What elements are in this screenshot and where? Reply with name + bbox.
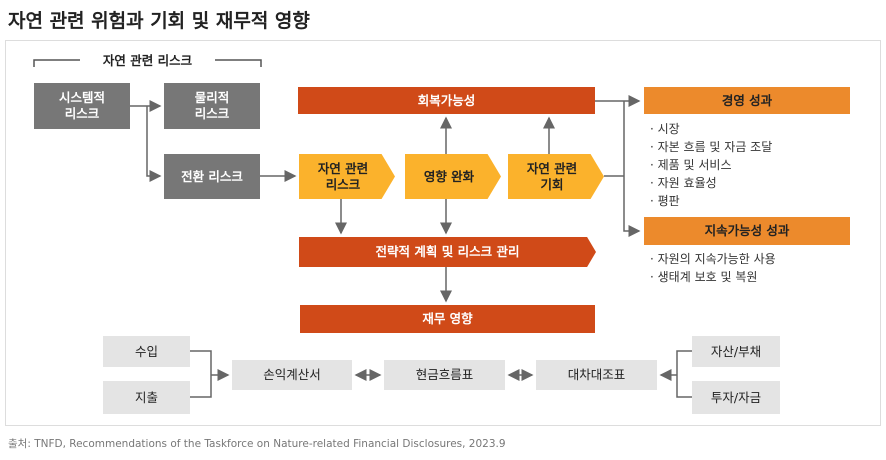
- income-statement-box: 손익계산서: [232, 360, 352, 390]
- business-item: · 자본 흐름 및 자금 조달: [650, 140, 773, 154]
- business-performance-box: 경영 성과: [644, 87, 850, 114]
- source-caption: 출처: TNFD, Recommendations of the Taskfor…: [8, 438, 506, 450]
- business-item: · 평판: [650, 194, 680, 208]
- nature-opportunity-chevron: 자연 관련 기회: [508, 154, 604, 199]
- financial-impact-bar: 재무 영향: [300, 305, 595, 333]
- expense-box: 지출: [103, 381, 190, 414]
- transition-risk-box: 전환 리스크: [164, 154, 260, 199]
- resilience-bar: 회복가능성: [298, 87, 595, 114]
- bracket-label: 자연 관련 리스크: [85, 50, 210, 69]
- balance-sheet-box: 대차대조표: [536, 360, 657, 390]
- systemic-risk-box: 시스템적 리스크: [34, 83, 130, 129]
- sustainability-item: · 자원의 지속가능한 사용: [650, 252, 776, 266]
- assets-liabilities-box: 자산/부채: [692, 336, 780, 367]
- page-title: 자연 관련 위험과 기회 및 재무적 영향: [8, 10, 310, 32]
- physical-risk-box: 물리적 리스크: [164, 83, 260, 129]
- bracket: [33, 59, 262, 67]
- strategy-risk-management-bar: 전략적 계획 및 리스크 관리: [299, 237, 596, 267]
- sustainability-performance-box: 지속가능성 성과: [644, 217, 850, 245]
- cashflow-statement-box: 현금흐름표: [384, 360, 505, 390]
- sustainability-item: · 생태계 보호 및 복원: [650, 270, 758, 284]
- nature-risk-chevron: 자연 관련 리스크: [299, 154, 395, 199]
- mitigation-chevron: 영향 완화: [405, 154, 501, 199]
- diagram-frame: [5, 40, 881, 426]
- investment-funding-box: 투자/자금: [692, 381, 780, 414]
- business-item: · 자원 효율성: [650, 176, 717, 190]
- business-item: · 시장: [650, 122, 680, 136]
- business-item: · 제품 및 서비스: [650, 158, 732, 172]
- income-box: 수입: [103, 336, 190, 367]
